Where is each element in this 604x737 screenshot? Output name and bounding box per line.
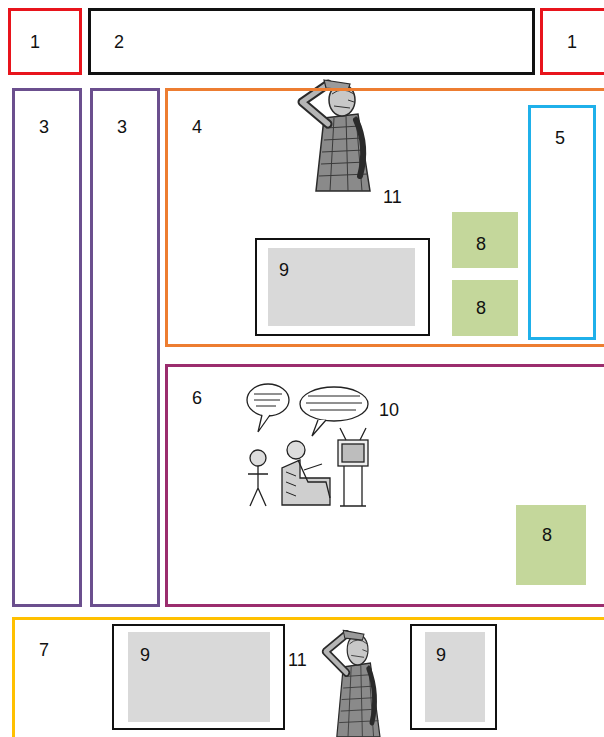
callout-number: 11 bbox=[288, 649, 307, 671]
image-box: 9 bbox=[255, 238, 430, 336]
region-number: 2 bbox=[114, 31, 124, 53]
callout-anchor: 11 bbox=[383, 186, 402, 208]
cartoon bbox=[247, 384, 368, 506]
sidebar-box: 5 bbox=[528, 105, 596, 340]
content-box: 5 8 9 8 4 bbox=[165, 88, 604, 347]
region-number: 1 bbox=[30, 31, 40, 53]
column-box: 3 bbox=[12, 88, 82, 607]
filled-box: 8 bbox=[452, 212, 518, 268]
footer-box: 9 9 7 bbox=[12, 617, 604, 737]
callout-number: 11 bbox=[383, 186, 402, 208]
region-number: 4 bbox=[192, 116, 202, 138]
image-placeholder bbox=[425, 632, 485, 722]
filled-box: 8 bbox=[516, 505, 586, 585]
callout-number: 10 bbox=[379, 399, 399, 421]
region-number: 9 bbox=[279, 259, 289, 281]
region-number: 3 bbox=[117, 116, 127, 138]
image-placeholder bbox=[128, 632, 270, 722]
man-figure bbox=[326, 630, 380, 737]
callout-anchor: 11 bbox=[288, 649, 307, 671]
ad-box: 1 bbox=[540, 8, 604, 75]
region-number: 8 bbox=[476, 297, 486, 319]
region-number: 9 bbox=[436, 644, 446, 666]
region-number: 5 bbox=[555, 127, 565, 149]
column-box: 3 bbox=[90, 88, 160, 607]
region-number: 9 bbox=[140, 644, 150, 666]
callout-anchor: 10 bbox=[379, 399, 399, 421]
region-number: 8 bbox=[476, 233, 486, 255]
region-number: 1 bbox=[567, 31, 577, 53]
region-number: 7 bbox=[39, 639, 49, 661]
region-number: 6 bbox=[192, 387, 202, 409]
region-number: 3 bbox=[39, 116, 49, 138]
header-box: 2 bbox=[88, 8, 535, 75]
ad-box: 1 bbox=[8, 8, 82, 75]
man-figure bbox=[302, 80, 370, 191]
region-number: 8 bbox=[542, 524, 552, 546]
image-box: 9 bbox=[112, 624, 285, 730]
filled-box: 8 bbox=[452, 280, 518, 336]
image-placeholder bbox=[268, 248, 415, 326]
image-box: 9 bbox=[410, 624, 497, 730]
